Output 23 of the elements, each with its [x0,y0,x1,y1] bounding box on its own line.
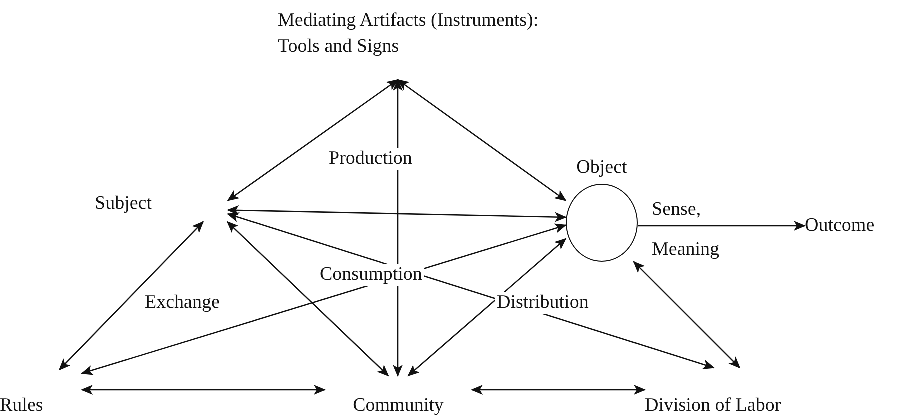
arrow [633,261,741,369]
arrow [638,221,806,231]
flow-label: Production [327,148,414,170]
node-label: Division of Labor [645,394,782,418]
node-label: Object [576,156,628,180]
flow-label: Distribution [495,292,591,314]
arrow [408,238,567,377]
arrow [81,385,326,395]
arrow [397,79,567,202]
arrow [226,221,390,377]
arrow [227,79,399,202]
node-label: Community [352,394,445,418]
arrow [227,206,567,222]
arrow [58,221,204,371]
node-label: Rules [0,394,44,418]
flow-label: Consumption [318,264,424,286]
node-label: Outcome [805,214,876,238]
arrow [81,224,567,376]
node-label: Mediating Artifacts (Instruments): Tools and Signs [278,9,540,59]
edge-label: Sense, Meaning [652,198,721,262]
node-label: Subject [95,192,153,216]
arrow [471,385,646,395]
flow-label: Exchange [143,292,222,314]
